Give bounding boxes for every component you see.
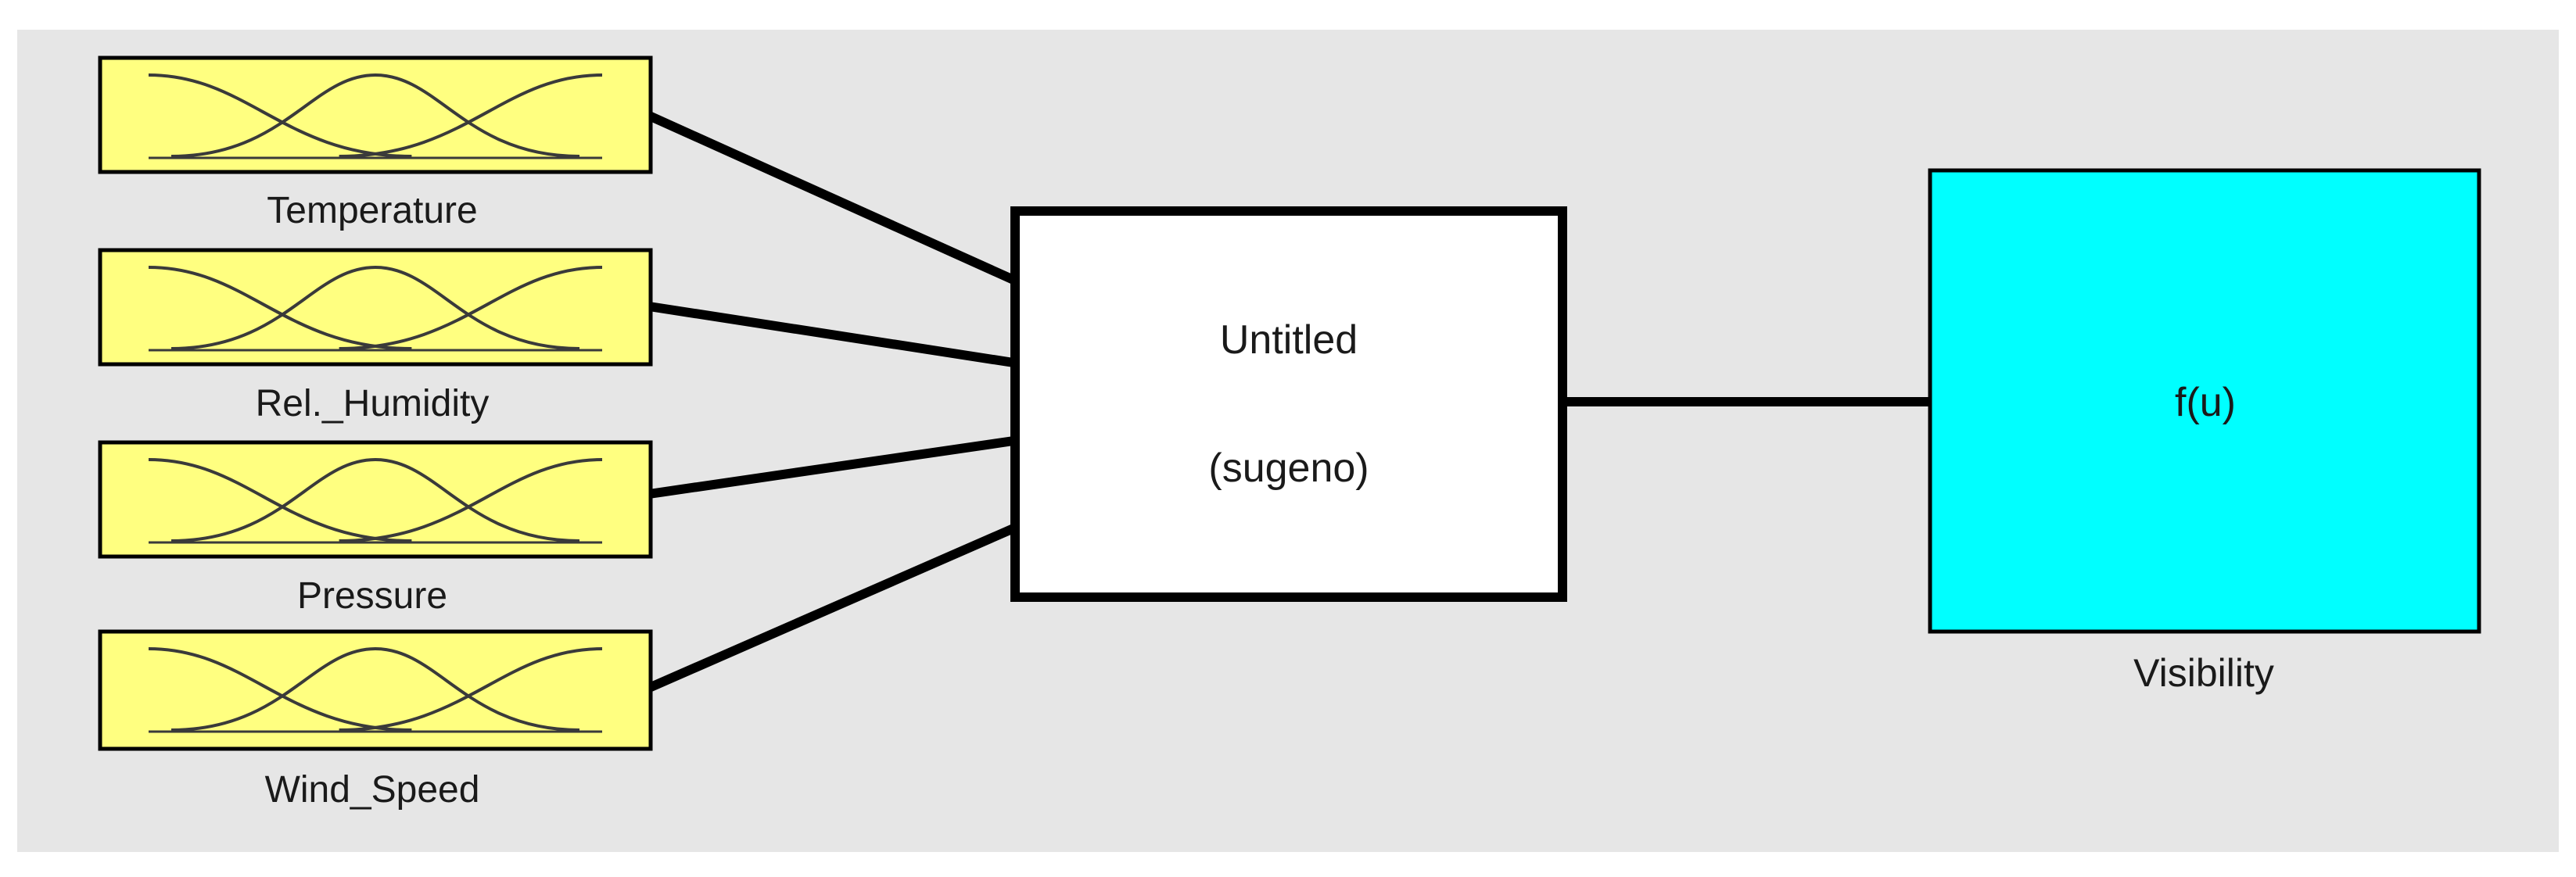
system-type: (sugeno) bbox=[1208, 446, 1369, 491]
input-label: Temperature bbox=[267, 190, 477, 231]
membership-functions-icon bbox=[148, 265, 603, 352]
mf-curve bbox=[148, 73, 412, 158]
output-box[interactable] bbox=[1928, 168, 2481, 634]
mf-curve bbox=[339, 647, 603, 732]
mf-curve bbox=[170, 265, 580, 350]
connector-wind-speed bbox=[647, 524, 1016, 693]
membership-functions-icon bbox=[148, 457, 603, 544]
input-temperature[interactable]: Temperature bbox=[98, 55, 653, 231]
mf-curve bbox=[339, 73, 603, 158]
membership-functions-icon bbox=[148, 646, 603, 733]
mf-curve bbox=[339, 458, 603, 542]
input-label: Pressure bbox=[297, 575, 447, 617]
connector-rel-humidity bbox=[648, 302, 1014, 367]
mf-curve bbox=[170, 646, 580, 732]
mf-curve bbox=[170, 73, 580, 158]
output-visibility[interactable]: f(u) Visibility bbox=[1928, 168, 2481, 695]
connections bbox=[647, 111, 1932, 693]
mf-curve bbox=[148, 458, 412, 542]
membership-functions-icon bbox=[148, 73, 603, 159]
input-pressure[interactable]: Pressure bbox=[98, 440, 653, 617]
input-label: Rel._Humidity bbox=[256, 383, 490, 424]
fis-system-block[interactable]: Untitled (sugeno) bbox=[1010, 206, 1567, 602]
system-box[interactable] bbox=[1010, 206, 1567, 602]
input-label: Wind_Speed bbox=[265, 769, 480, 811]
mf-curve bbox=[170, 457, 580, 542]
mf-curve bbox=[148, 647, 412, 732]
connector-temperature bbox=[647, 111, 1016, 285]
connector-pressure bbox=[648, 436, 1014, 499]
mf-curve bbox=[148, 266, 412, 350]
input-rel-humidity[interactable]: Rel._Humidity bbox=[98, 248, 653, 424]
system-name: Untitled bbox=[1220, 317, 1358, 363]
input-wind-speed[interactable]: Wind_Speed bbox=[98, 629, 653, 811]
output-function: f(u) bbox=[2175, 380, 2236, 425]
mf-curve bbox=[339, 266, 603, 350]
output-label: Visibility bbox=[2133, 651, 2274, 695]
